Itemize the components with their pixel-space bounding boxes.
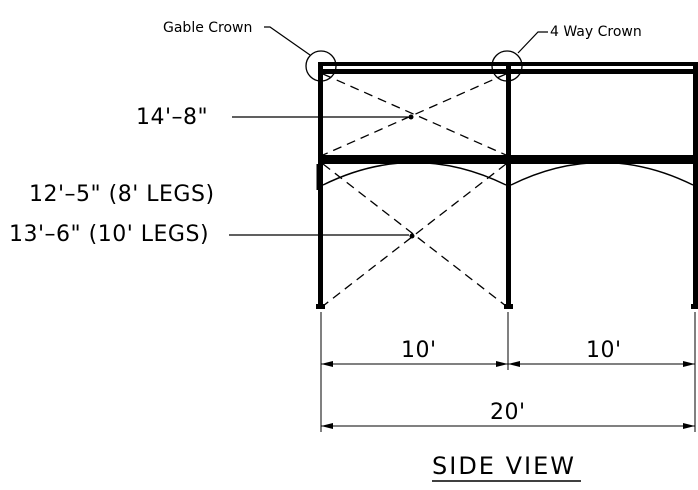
leg-height-8-label: 12'–5" (8' LEGS) bbox=[29, 182, 215, 207]
gable-crown-circle bbox=[305, 50, 337, 82]
center-post bbox=[506, 62, 511, 308]
dimension-lines bbox=[320, 312, 696, 432]
four-way-crown-label: 4 Way Crown bbox=[550, 24, 642, 40]
leg-height-10-label: 13'–6" (10' LEGS) bbox=[9, 222, 209, 247]
upper-height-label: 14'–8" bbox=[136, 105, 208, 130]
span-right-label: 10' bbox=[586, 338, 622, 363]
frame-structure bbox=[316, 62, 698, 309]
span-total-label: 20' bbox=[490, 400, 526, 425]
right-post bbox=[693, 62, 698, 308]
left-arch bbox=[322, 161, 507, 186]
gable-crown-label: Gable Crown bbox=[163, 20, 252, 36]
four-way-crown-circle bbox=[491, 50, 523, 82]
leader-lines bbox=[229, 26, 548, 236]
cross-braces bbox=[322, 73, 507, 307]
span-left-label: 10' bbox=[401, 338, 437, 363]
right-arch bbox=[510, 161, 694, 186]
view-title: SIDE VIEW bbox=[432, 452, 576, 480]
